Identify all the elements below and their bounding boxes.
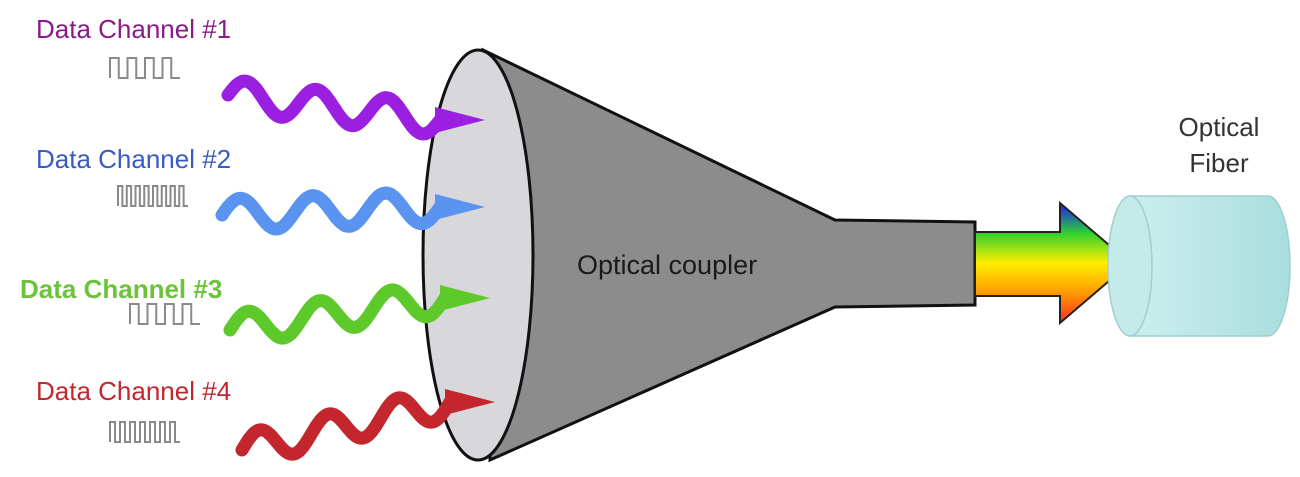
wave-arrowhead <box>435 194 485 220</box>
channel-3: Data Channel #3 <box>20 274 490 345</box>
channel-label: Data Channel #3 <box>20 274 222 304</box>
coupler-mouth <box>421 48 535 462</box>
wave-arrowhead <box>445 389 495 415</box>
wave-arrowhead <box>435 107 485 133</box>
channel-2: Data Channel #2 <box>36 144 485 236</box>
fiber-label-line2: Fiber <box>1189 148 1249 178</box>
pulse-train-icon <box>117 185 188 207</box>
rainbow-arrow <box>974 200 1132 326</box>
coupler-label: Optical coupler <box>577 250 757 280</box>
fiber-body <box>1129 195 1291 337</box>
pulse-train-icon <box>129 303 200 325</box>
wave-arrowhead <box>440 285 490 311</box>
channel-label: Data Channel #2 <box>36 144 231 174</box>
channel-1: Data Channel #1 <box>36 14 485 141</box>
channel-label: Data Channel #4 <box>36 376 231 406</box>
pulse-train-icon <box>109 421 180 443</box>
light-wave <box>223 283 452 345</box>
coupler-body <box>481 47 977 463</box>
fiber-label-line1: Optical <box>1179 112 1260 142</box>
light-wave <box>221 74 447 141</box>
light-wave <box>215 186 447 236</box>
optical-fiber: Optical Fiber <box>1107 112 1291 337</box>
channel-4: Data Channel #4 <box>36 376 495 461</box>
channel-label: Data Channel #1 <box>36 14 231 44</box>
fiber-end-face <box>1107 195 1153 337</box>
optical-coupler: Optical coupler <box>421 47 977 463</box>
light-wave <box>235 391 457 461</box>
output-beam-arrow <box>974 200 1132 326</box>
pulse-train-icon <box>109 57 180 79</box>
